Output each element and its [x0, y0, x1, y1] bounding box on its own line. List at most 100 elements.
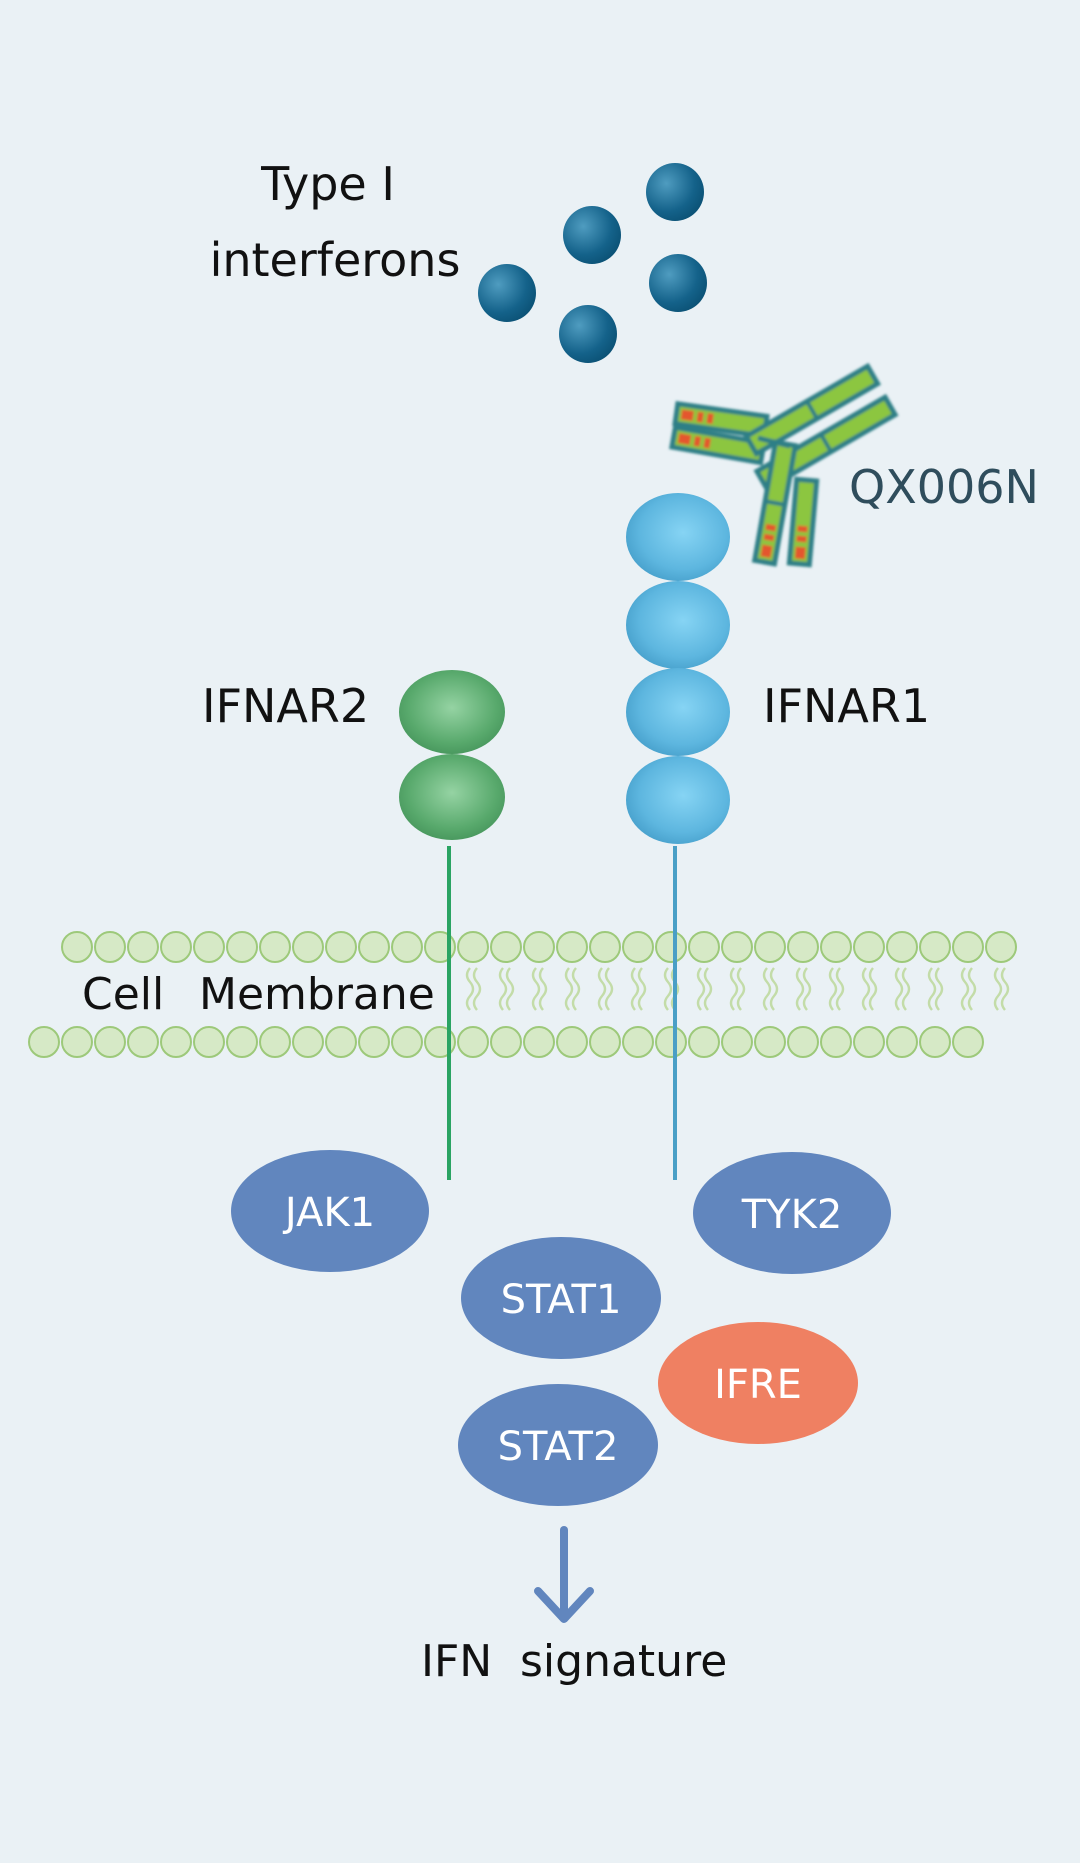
lipid-tail — [564, 967, 574, 1011]
lipid-head — [391, 931, 423, 963]
lipid-head — [160, 1026, 192, 1058]
lipid-tail — [465, 967, 475, 1011]
ifn-signature-label-word1: IFN — [421, 1636, 492, 1687]
membrane-label-word1: Cell — [82, 969, 164, 1020]
lipid-tail — [828, 967, 838, 1011]
lipid-head — [259, 1026, 291, 1058]
lipid-tail — [498, 967, 508, 1011]
lipid-head — [655, 1026, 687, 1058]
lipid-tail — [894, 967, 904, 1011]
lipid-head — [787, 931, 819, 963]
lipid-tail — [795, 967, 805, 1011]
lipid-tail — [736, 967, 746, 1011]
ifnar1-domain — [626, 581, 730, 669]
lipid-head — [622, 931, 654, 963]
lipid-head — [127, 931, 159, 963]
lipid-tail — [1000, 967, 1010, 1011]
tyk2-node: TYK2 — [693, 1152, 891, 1274]
lipid-head — [952, 1026, 984, 1058]
lipid-head — [853, 931, 885, 963]
lipid-head — [457, 1026, 489, 1058]
lipid-tail — [927, 967, 937, 1011]
lipid-tail — [901, 967, 911, 1011]
lipid-tail — [993, 967, 1003, 1011]
antibody-icon — [669, 362, 899, 568]
lipid-tail — [472, 967, 482, 1011]
lipid-tail — [868, 967, 878, 1011]
lipid-head — [127, 1026, 159, 1058]
lipid-head — [919, 1026, 951, 1058]
ifnar2-domain — [399, 754, 505, 840]
lipid-tail — [604, 967, 614, 1011]
lipid-tail — [597, 967, 607, 1011]
lipid-tail — [960, 967, 970, 1011]
lipid-head — [61, 1026, 93, 1058]
lipid-tail — [835, 967, 845, 1011]
lipid-tail — [531, 967, 541, 1011]
ifnar1-domain — [626, 668, 730, 756]
lipid-head — [721, 1026, 753, 1058]
lipid-head — [886, 931, 918, 963]
ifre-label: IFRE — [714, 1362, 802, 1408]
stat1-node: STAT1 — [461, 1237, 661, 1359]
lipid-head — [721, 931, 753, 963]
lipid-tail — [670, 967, 680, 1011]
lipid-tail — [729, 967, 739, 1011]
jak1-label: JAK1 — [282, 1190, 375, 1236]
lipid-tail — [769, 967, 779, 1011]
interferon-molecule — [478, 264, 536, 322]
lipid-head — [226, 931, 258, 963]
membrane-label-word2: Membrane — [199, 969, 435, 1020]
lipid-head — [820, 931, 852, 963]
ifnar2-domain — [399, 670, 505, 754]
interferon-molecule — [563, 206, 621, 264]
lipid-head — [391, 1026, 423, 1058]
ifnar1-label: IFNAR1 — [763, 679, 930, 733]
down-arrow-icon — [534, 1526, 594, 1623]
lipid-tail — [630, 967, 640, 1011]
lipid-tail — [802, 967, 812, 1011]
interferon-molecules — [478, 163, 707, 363]
lipid-head — [589, 1026, 621, 1058]
lipid-head — [226, 1026, 258, 1058]
jak1-node: JAK1 — [231, 1150, 429, 1272]
lipid-head — [259, 931, 291, 963]
lipid-head — [787, 1026, 819, 1058]
lipid-head — [919, 931, 951, 963]
lipid-head — [61, 931, 93, 963]
lipid-tail — [696, 967, 706, 1011]
lipid-head — [94, 1026, 126, 1058]
ifn-signature-label-word2: signature — [520, 1636, 727, 1687]
lipid-head — [457, 931, 489, 963]
lipid-head — [490, 931, 522, 963]
ifnar1-domain — [626, 493, 730, 581]
antibody-label: QX006N — [849, 460, 1039, 514]
lipid-head — [358, 1026, 390, 1058]
lipid-head — [325, 1026, 357, 1058]
lipid-head — [886, 1026, 918, 1058]
interferon-molecule — [646, 163, 704, 221]
lipid-head — [853, 1026, 885, 1058]
lipid-tail — [762, 967, 772, 1011]
lipid-tail — [663, 967, 673, 1011]
type-i-interferons-label-line2: interferons — [210, 233, 461, 287]
lipid-head — [523, 931, 555, 963]
lipid-head — [292, 931, 324, 963]
interferon-molecule — [649, 254, 707, 312]
lipid-head — [193, 931, 225, 963]
lipid-tail — [934, 967, 944, 1011]
stat1-label: STAT1 — [501, 1277, 622, 1323]
ifre-node: IFRE — [658, 1322, 858, 1444]
lipid-head — [655, 931, 687, 963]
lipid-tail — [861, 967, 871, 1011]
ifnar2-receptor — [399, 670, 505, 840]
lipid-tail — [637, 967, 647, 1011]
lipid-tail — [538, 967, 548, 1011]
tyk2-label: TYK2 — [741, 1192, 843, 1238]
lipid-tail — [703, 967, 713, 1011]
lipid-head — [820, 1026, 852, 1058]
lipid-head — [325, 931, 357, 963]
lipid-head — [94, 931, 126, 963]
lipid-head — [622, 1026, 654, 1058]
